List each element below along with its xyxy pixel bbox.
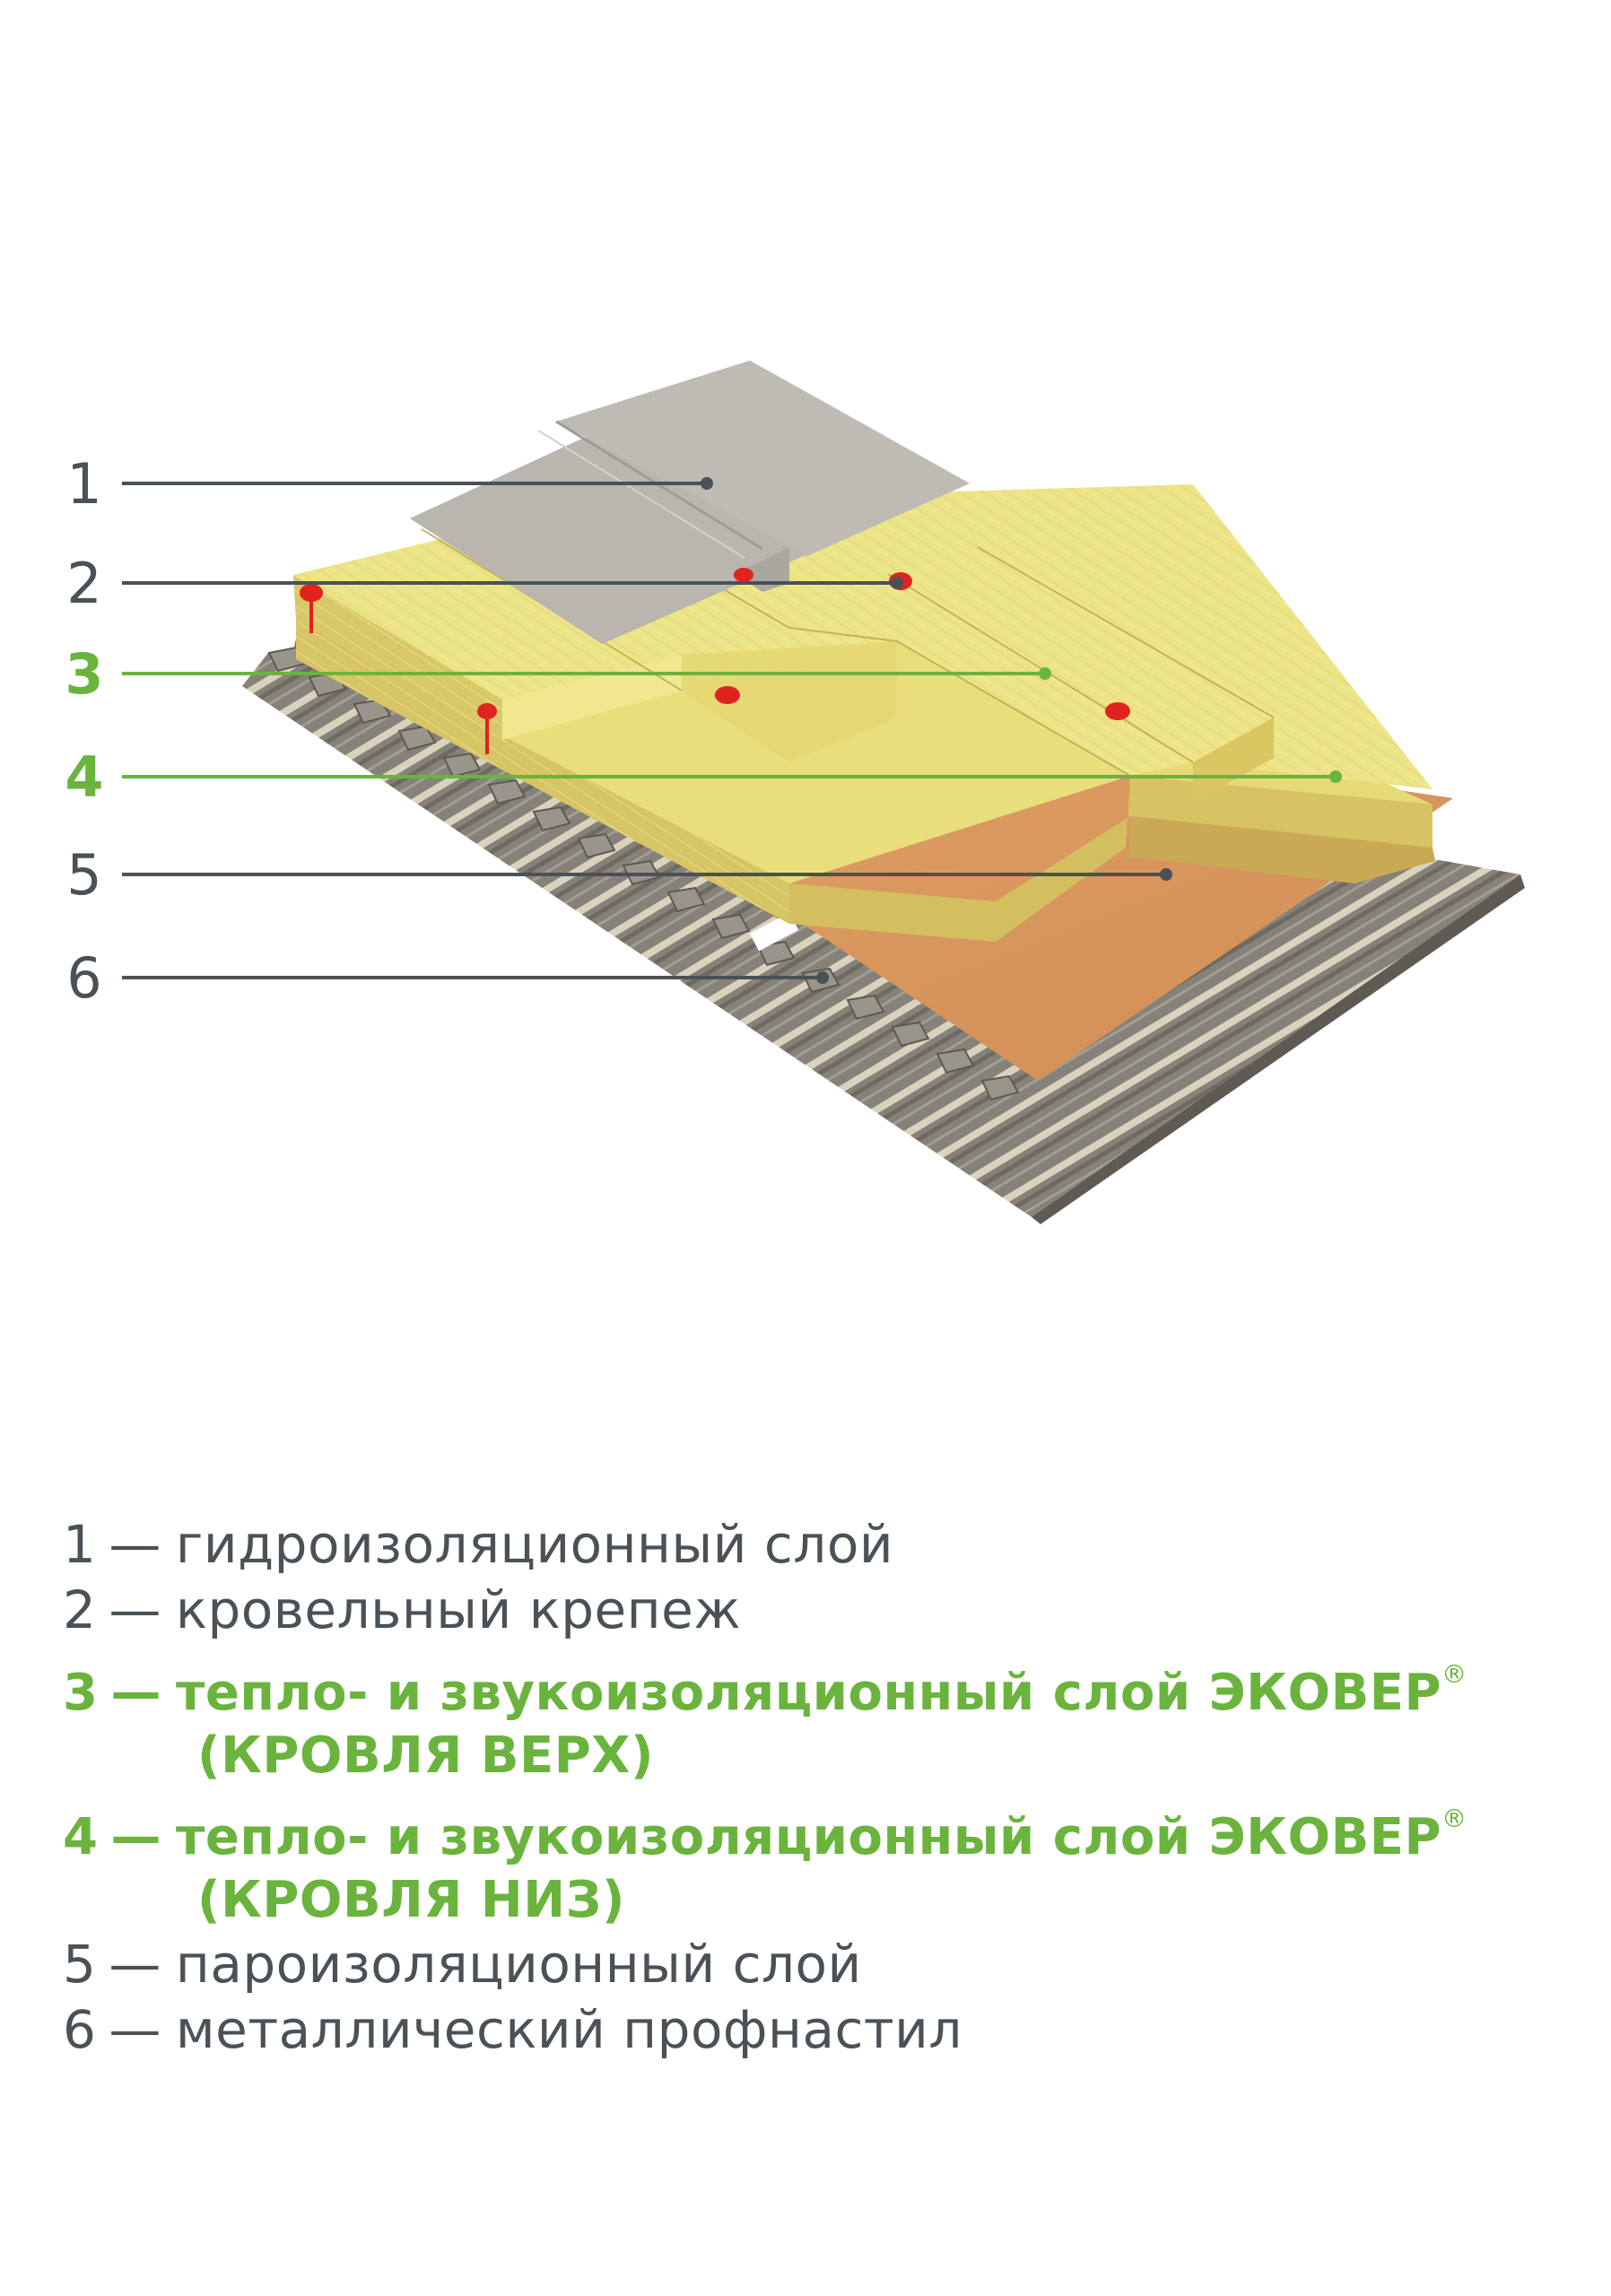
legend-text: пароизоляционный слой — [175, 1934, 862, 1995]
callout-number-2: 2 — [66, 551, 102, 616]
legend-item-6: 6—металлический профнастил — [63, 1997, 1588, 2063]
legend-subtext: (КРОВЛЯ НИЗ) — [197, 1871, 625, 1929]
callout-dot-1 — [701, 477, 713, 490]
legend-subtext: (КРОВЛЯ ВЕРХ) — [197, 1726, 655, 1785]
legend-dash: — — [109, 1579, 161, 1640]
callout-number-3: 3 — [65, 641, 104, 707]
callout-dot-5 — [1160, 868, 1172, 881]
legend-text: тепло- и звукоизоляционный слой ЭКОВЕР — [175, 1808, 1442, 1866]
barrier-tape-label — [749, 912, 799, 952]
callout-dot-2 — [891, 577, 903, 589]
legend-item-4: 4—тепло- и звукоизоляционный слой ЭКОВЕР… — [63, 1787, 1588, 1932]
callout-dot-3 — [1039, 667, 1051, 680]
legend-number: 6 — [63, 1999, 97, 2060]
callout-dot-6 — [816, 971, 829, 984]
legend-dash: — — [110, 1808, 161, 1866]
callout-number-4: 4 — [65, 744, 104, 810]
roof-layers-illustration — [122, 361, 1525, 1224]
legend-item-2: 2—кровельный крепеж — [63, 1578, 1588, 1643]
registered-mark: ® — [1441, 1659, 1467, 1689]
registered-mark: ® — [1441, 1804, 1467, 1833]
legend-dash: — — [109, 1934, 161, 1995]
legend-dash: — — [109, 1999, 161, 2060]
legend-number: 5 — [63, 1934, 97, 1995]
legend-item-5: 5—пароизоляционный слой — [63, 1932, 1588, 1997]
callout-number-6: 6 — [66, 945, 102, 1011]
legend-text: тепло- и звукоизоляционный слой ЭКОВЕР — [175, 1664, 1442, 1722]
legend-text: гидроизоляционный слой — [175, 1514, 894, 1575]
callout-number-1: 1 — [66, 451, 102, 517]
legend-text: металлический профнастил — [175, 1999, 962, 2060]
legend-number: 4 — [63, 1808, 99, 1866]
legend-dash: — — [110, 1664, 161, 1722]
legend-number: 3 — [63, 1664, 99, 1722]
legend-dash: — — [109, 1514, 161, 1575]
legend: 1—гидроизоляционный слой 2—кровельный кр… — [63, 1512, 1588, 2063]
legend-text: кровельный крепеж — [175, 1579, 742, 1640]
callout-dot-4 — [1329, 770, 1342, 783]
callout-leaders — [122, 477, 1342, 984]
legend-number: 1 — [63, 1514, 97, 1575]
legend-number: 2 — [63, 1579, 97, 1640]
legend-item-3: 3—тепло- и звукоизоляционный слой ЭКОВЕР… — [63, 1643, 1588, 1787]
callout-number-5: 5 — [66, 842, 102, 908]
legend-item-1: 1—гидроизоляционный слой — [63, 1512, 1588, 1578]
